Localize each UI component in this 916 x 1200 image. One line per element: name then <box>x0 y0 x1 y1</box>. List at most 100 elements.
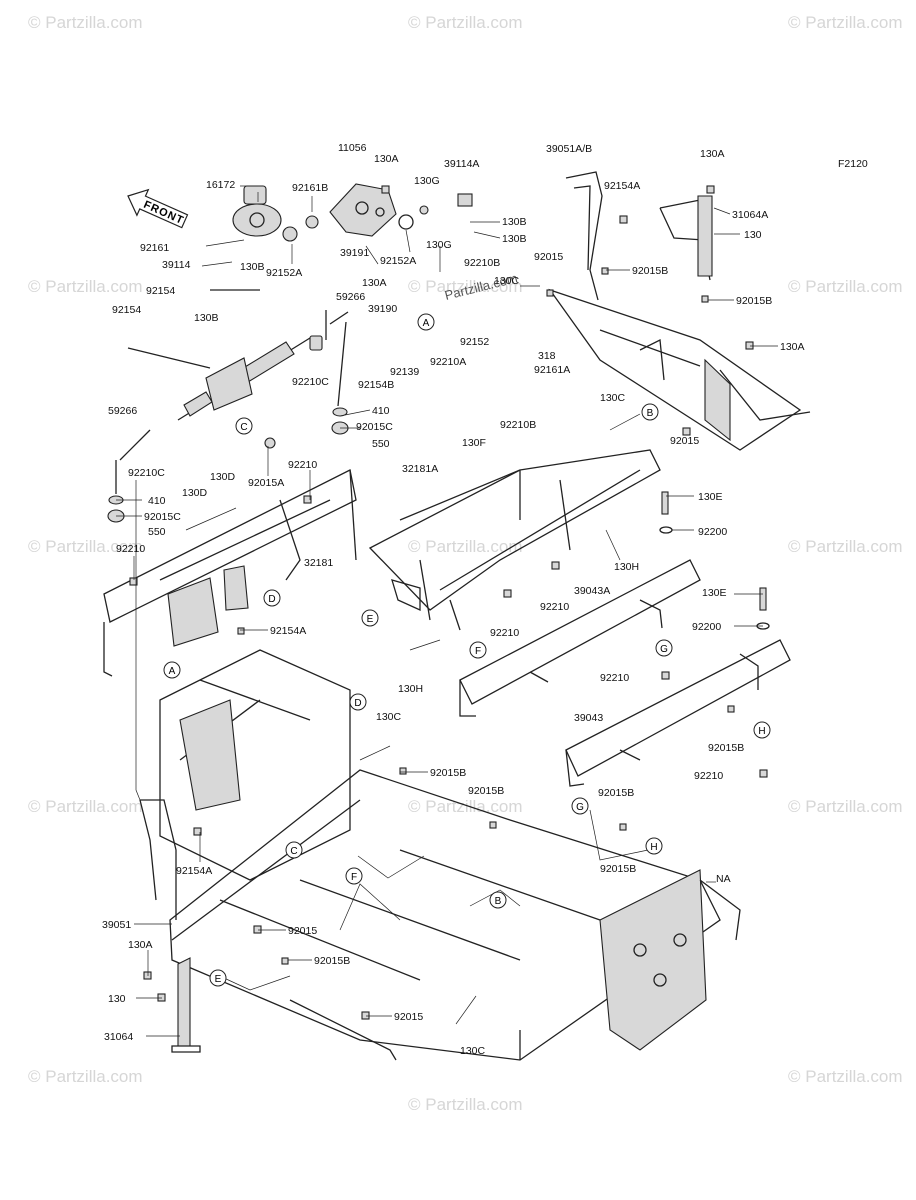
part-label: NA <box>716 873 731 885</box>
part-label: 32181 <box>304 557 333 569</box>
watermark: © Partzilla.com <box>28 13 143 32</box>
main-frame-39051 <box>139 769 741 1061</box>
part-label: 92015B <box>736 295 772 307</box>
nut-92015b-6 <box>619 823 627 831</box>
nut-92015b-2 <box>701 295 709 303</box>
part-label: 31064A <box>732 209 768 221</box>
nut-92210-5 <box>129 577 138 586</box>
bolt-130a-3 <box>143 971 152 980</box>
front-arrow: FRONT <box>127 188 189 229</box>
callout-e: E <box>209 969 227 987</box>
watermark: © Partzilla.com <box>28 797 143 816</box>
part-label: 92139 <box>390 366 419 378</box>
part-label: 39190 <box>368 303 397 315</box>
svg-text:D: D <box>354 698 361 709</box>
part-label: 130G <box>426 239 452 251</box>
part-label: 130A <box>780 341 805 353</box>
nut-92210-2 <box>503 589 512 598</box>
callouts: A A B B C C D D E E F F G G H H <box>163 313 771 987</box>
svg-text:F: F <box>351 872 357 883</box>
nut-92210-6 <box>303 495 312 504</box>
bracket-31064a <box>659 195 713 281</box>
bolt-130a-2 <box>745 341 754 350</box>
watermark: © Partzilla.com <box>788 797 903 816</box>
part-label: 130B <box>194 312 219 324</box>
part-label: 130B <box>502 233 527 245</box>
part-label: 92015 <box>670 435 699 447</box>
svg-text:G: G <box>576 802 584 813</box>
part-label: 92161B <box>292 182 328 194</box>
callout-b: B <box>489 891 507 909</box>
part-label: 92015B <box>430 767 466 779</box>
nut-92015b-3 <box>727 705 735 713</box>
callout-c: C <box>285 841 303 859</box>
watermark: © Partzilla.com <box>408 277 523 296</box>
part-label: 16172 <box>206 179 235 191</box>
part-label: 92015B <box>314 955 350 967</box>
watermark: © Partzilla.com <box>788 13 903 32</box>
part-label: 92210B <box>500 419 536 431</box>
part-label: 92152A <box>380 255 416 267</box>
part-label: 39191 <box>340 247 369 259</box>
part-label: 92154 <box>112 304 141 316</box>
part-label: 92210 <box>490 627 519 639</box>
bolt-130c-3 <box>455 995 477 1025</box>
part-label: 130A <box>128 939 153 951</box>
watermark: © Partzilla.com <box>788 1067 903 1086</box>
callout-f: F <box>345 867 363 885</box>
cross-member-39043 <box>565 639 791 787</box>
fasteners <box>129 185 770 1025</box>
part-label: 130C <box>494 275 520 287</box>
part-label: 92015C <box>144 511 181 523</box>
part-label: 130H <box>398 683 423 695</box>
bolt-130a <box>381 185 390 194</box>
watermark: © Partzilla.com <box>788 537 903 556</box>
part-label: 39043A <box>574 585 610 597</box>
part-label: 92210C <box>292 376 329 388</box>
nut-92015b-4 <box>399 767 407 775</box>
part-label: 92210 <box>600 672 629 684</box>
part-label: 92200 <box>692 621 721 633</box>
nut-92210 <box>551 561 560 570</box>
part-label: 130A <box>374 153 399 165</box>
part-label: 92210C <box>128 467 165 479</box>
part-label: 59266 <box>336 291 365 303</box>
part-label: 92015 <box>394 1011 423 1023</box>
part-label: 130H <box>614 561 639 573</box>
nut-92015 <box>546 289 554 297</box>
front-cage <box>159 649 351 881</box>
part-label: 92210B <box>464 257 500 269</box>
part-label: 92154B <box>358 379 394 391</box>
nut-92015a <box>264 437 276 449</box>
bolt-92154a-2 <box>193 827 202 836</box>
callout-d: D <box>263 589 281 607</box>
part-label: 92015B <box>468 785 504 797</box>
watermark: © Partzilla.com <box>788 277 903 296</box>
watermark: © Partzilla.com <box>408 13 523 32</box>
part-label: 130G <box>414 175 440 187</box>
part-label: 550 <box>148 526 166 538</box>
watermark: © Partzilla.com <box>408 797 523 816</box>
part-label: 92210 <box>288 459 317 471</box>
part-label: 39051 <box>102 919 131 931</box>
part-label: 410 <box>148 495 166 507</box>
callout-a: A <box>417 313 435 331</box>
part-label: 130F <box>462 437 486 449</box>
svg-text:C: C <box>240 422 247 433</box>
part-label: 92015 <box>288 925 317 937</box>
bolt-92154a <box>619 215 628 224</box>
part-label: 92210A <box>430 356 466 368</box>
part-label: 92154A <box>176 865 212 877</box>
rear-bracket-39051ab <box>548 171 811 451</box>
part-label: 92152A <box>266 267 302 279</box>
part-label: 318 <box>538 350 556 362</box>
tie-rod-right <box>325 310 349 435</box>
bracket-39114a <box>457 193 473 207</box>
part-label: 130B <box>240 261 265 273</box>
watermark: © Partzilla.com <box>28 1067 143 1086</box>
part-label: 39051A/B <box>546 143 592 155</box>
part-label: 130 <box>108 993 126 1005</box>
part-label: 31064 <box>104 1031 133 1043</box>
svg-text:A: A <box>423 318 430 329</box>
